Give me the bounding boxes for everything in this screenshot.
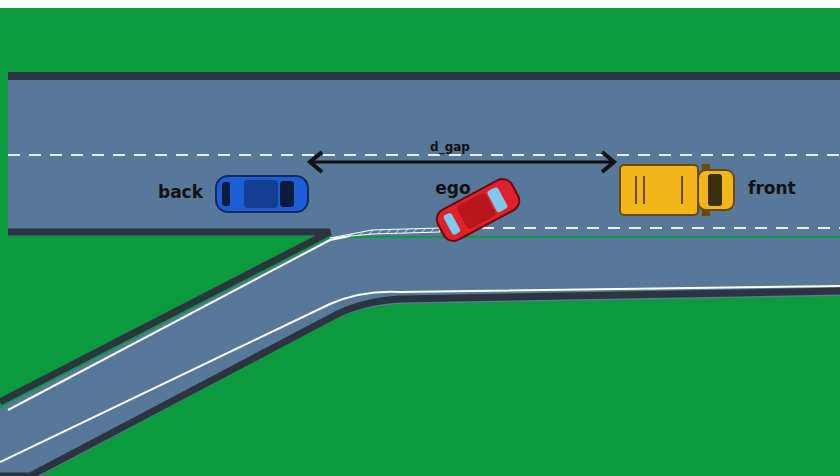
ego-car (433, 175, 523, 244)
back-car (216, 176, 308, 212)
vehicle-label: front (748, 179, 796, 198)
dimension-label: d_gap (430, 141, 470, 154)
vehicle-label: ego (435, 179, 470, 198)
vehicle-label: back (158, 183, 203, 202)
front-truck (620, 164, 734, 216)
